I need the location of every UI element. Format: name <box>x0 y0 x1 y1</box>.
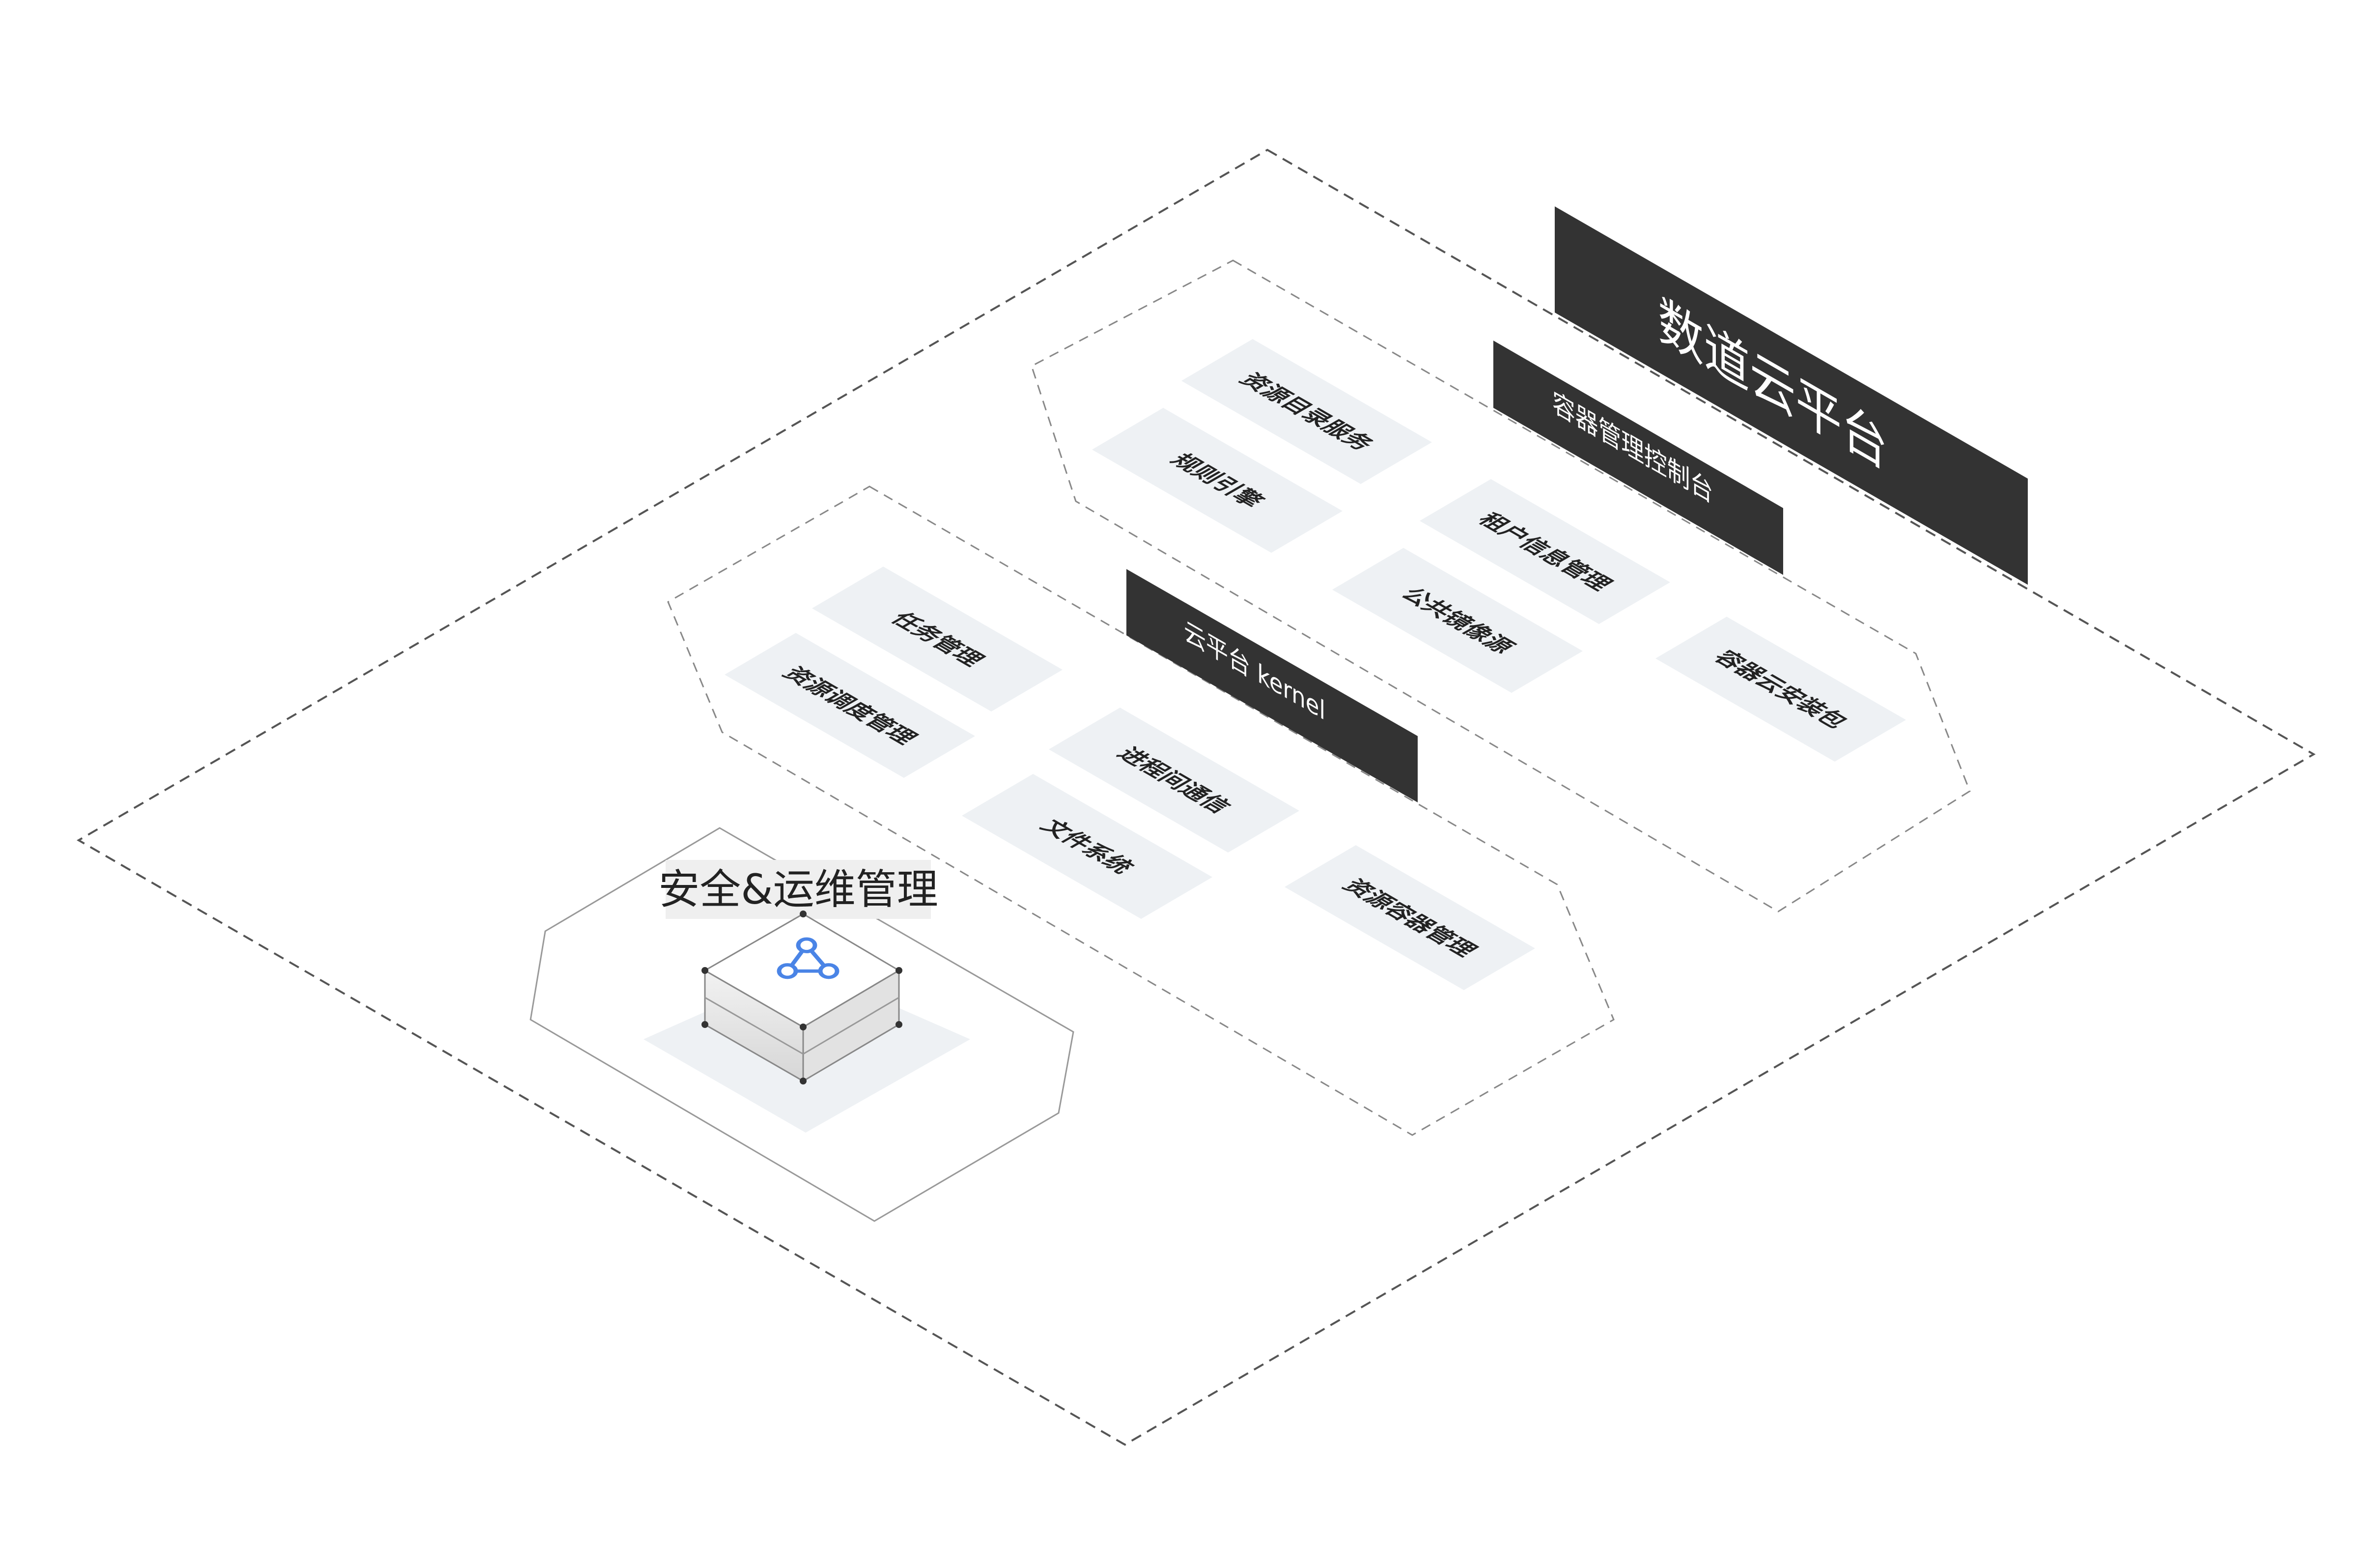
platform-boundary <box>77 148 2316 1446</box>
kernel-tile-task-manage: 任务管理 <box>812 567 1063 712</box>
kernel-tile-resource-container: 资源容器管理 <box>1285 845 1535 990</box>
platform-banner: 数道云平台 <box>1555 206 2028 585</box>
console-region <box>1031 259 1971 912</box>
security-label-bg <box>666 860 931 919</box>
security-title: 安全&运维管理 <box>658 865 938 913</box>
console-tile-rule-engine: 规则引擎 <box>1092 408 1343 553</box>
share-nodes-icon <box>777 937 840 979</box>
security-region <box>530 827 1074 1222</box>
console-tile-installer: 容器云安装包 <box>1655 617 1906 762</box>
kernel-tile-filesystem: 文件系统 <box>962 774 1212 919</box>
kernel-region <box>667 485 1615 1136</box>
